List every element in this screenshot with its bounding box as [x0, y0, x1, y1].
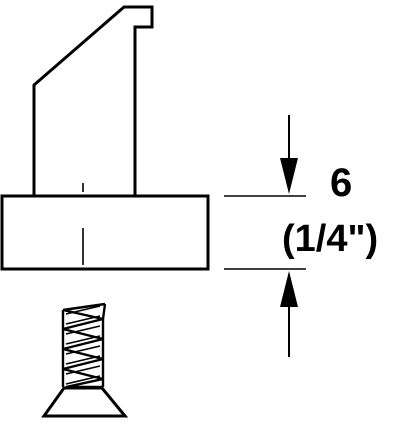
- screw-head: [41, 386, 129, 418]
- dimension-arrow-bottom: [280, 271, 298, 357]
- screw: [41, 302, 129, 418]
- dimension-imperial: (1/4"): [282, 218, 379, 260]
- hook-stem-outline: [32, 5, 154, 195]
- cylinder-base: [0, 194, 210, 271]
- screw-thread: [61, 302, 107, 389]
- screw-thread-crests: [65, 305, 101, 385]
- dimension-arrow-top: [280, 115, 298, 194]
- dimension-value: 6: [330, 161, 353, 205]
